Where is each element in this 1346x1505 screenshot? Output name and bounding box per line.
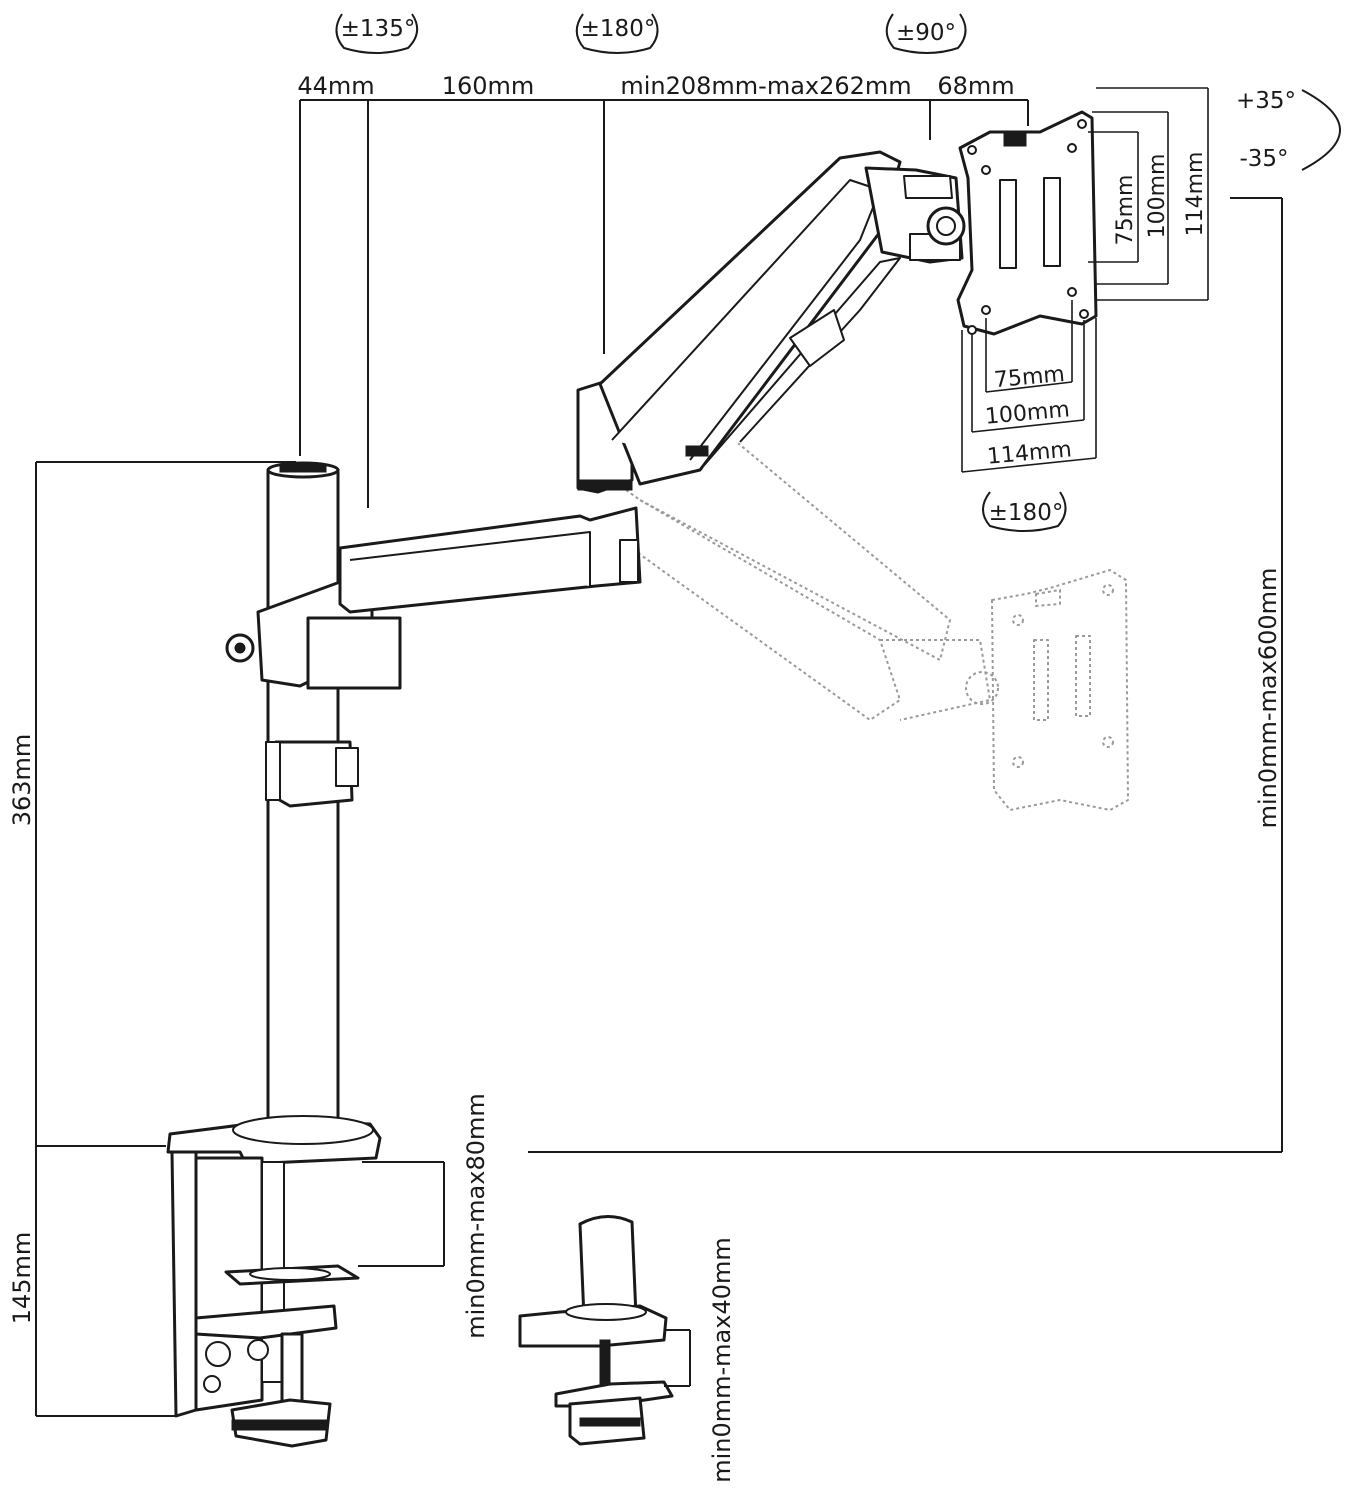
vesa-vertical-75-label: 75mm [1113, 175, 1138, 246]
arm-swivel-label: ±180° [581, 16, 656, 42]
rotation-arcs [335, 13, 1342, 532]
dimension-lines [35, 87, 1283, 1417]
head-offset-label: 68mm [937, 72, 1014, 100]
clamp-range-label: min0mm-max80mm [462, 1093, 490, 1339]
head-tilt-label: ±90° [896, 20, 956, 46]
head-rotation-label: ±180° [989, 500, 1064, 526]
grommet-mount [518, 1215, 674, 1446]
lower-arm-label: 160mm [442, 72, 535, 100]
vesa-plate [956, 110, 1098, 336]
pole-swivel-label: ±135° [341, 16, 416, 42]
head-joint [864, 166, 966, 264]
vesa-horizontal-114-label: 114mm [986, 437, 1073, 469]
desk-clamp [166, 1115, 382, 1448]
vesa-vertical-114-label: 114mm [1183, 152, 1208, 237]
cable-clip [265, 740, 359, 808]
upper-arm-label: min208mm-max262mm [620, 72, 911, 100]
tilt-up-label: +35° [1236, 88, 1296, 114]
grommet-range-label: min0mm-max40mm [708, 1237, 736, 1483]
clamp-height-label: 145mm [8, 1232, 36, 1325]
vesa-horizontal-75-label: 75mm [993, 362, 1066, 393]
lower-arm [225, 506, 642, 690]
tilt-down-label: -35° [1239, 146, 1288, 172]
upper-arm [576, 150, 902, 494]
height-range-label: min0mm-max600mm [1254, 568, 1282, 829]
vesa-horizontal-100-label: 100mm [984, 397, 1071, 429]
pole-height-label: 363mm [8, 734, 36, 827]
vesa-vertical-100-label: 100mm [1145, 154, 1170, 239]
pole-offset-label: 44mm [297, 72, 374, 100]
